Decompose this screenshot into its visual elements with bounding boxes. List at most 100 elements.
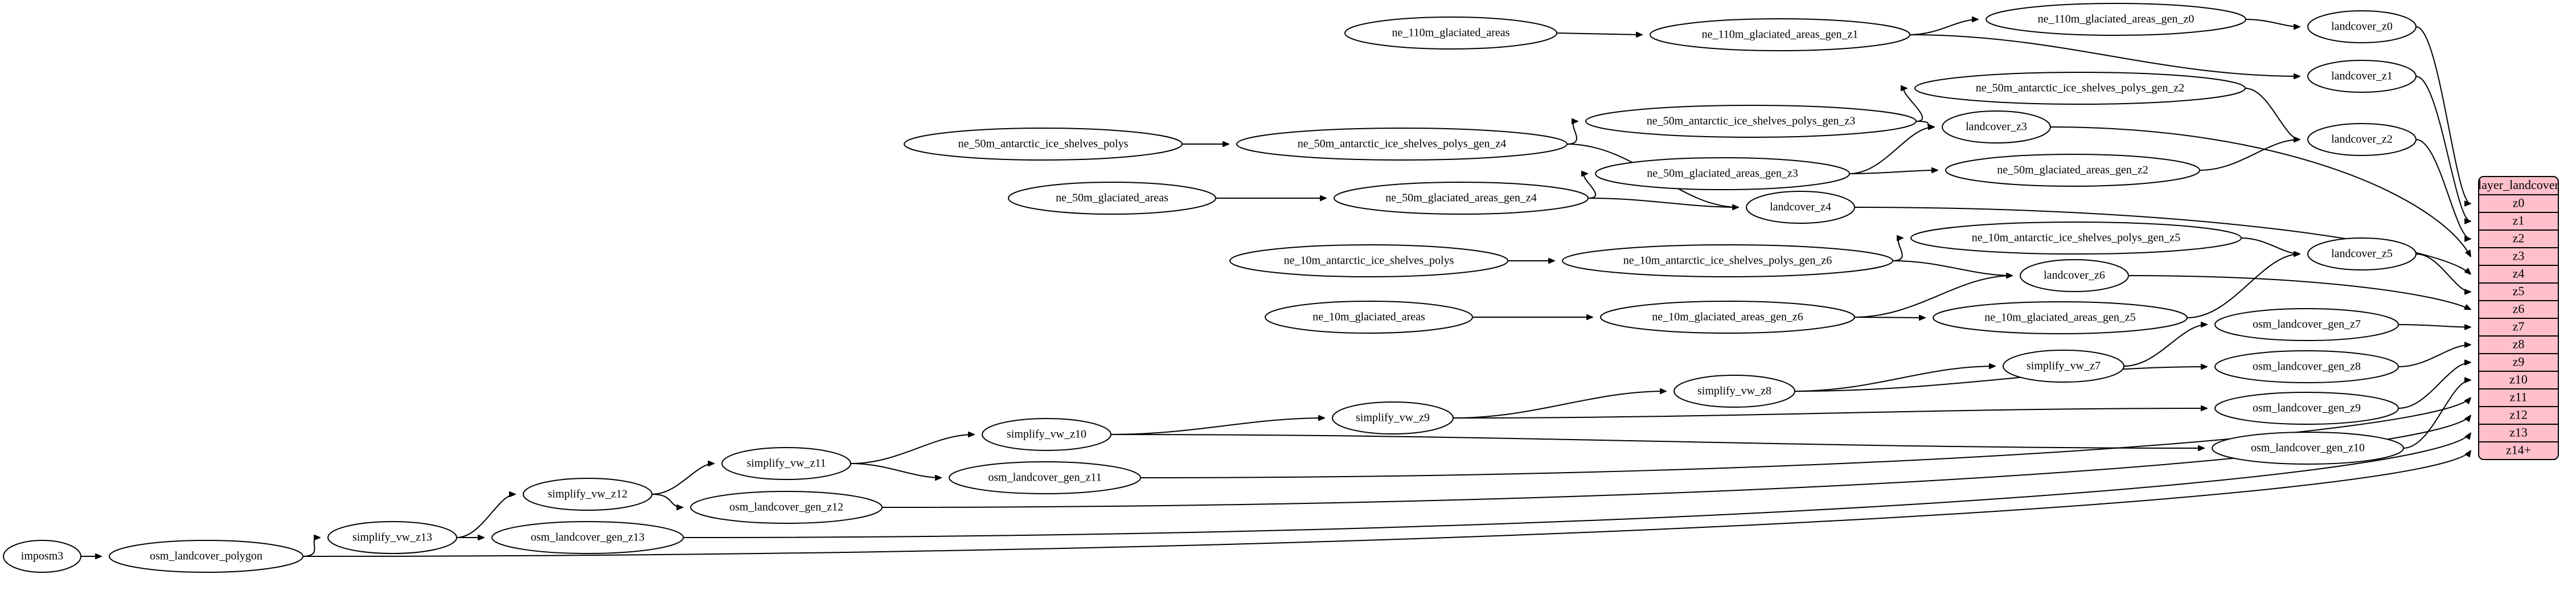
node-ellipse — [491, 521, 684, 554]
graph-node-ne_10m_antarctic_ice_shelves_polys_gen_z6[interactable]: ne_10m_antarctic_ice_shelves_polys_gen_z… — [1562, 244, 1893, 277]
edge-landcover_z0-to-layer_landcover-z0 — [2415, 26, 2471, 204]
graph-node-simplify_vw_z11[interactable]: simplify_vw_z11 — [721, 447, 851, 480]
node-label: ne_50m_glaciated_areas_gen_z3 — [1647, 167, 1798, 180]
graph-node-osm_landcover_gen_z9[interactable]: osm_landcover_gen_z9 — [2214, 392, 2399, 425]
edge-landcover_z3-to-layer_landcover-z3 — [2050, 126, 2471, 257]
graph-node-simplify_vw_z12[interactable]: simplify_vw_z12 — [523, 478, 653, 511]
graph-node-landcover_z2[interactable]: landcover_z2 — [2307, 123, 2417, 156]
graph-node-osm_landcover_gen_z10[interactable]: osm_landcover_gen_z10 — [2212, 432, 2404, 465]
graph-node-ne_50m_glaciated_areas_gen_z2[interactable]: ne_50m_glaciated_areas_gen_z2 — [1945, 154, 2200, 187]
graph-node-osm_landcover_gen_z8[interactable]: osm_landcover_gen_z8 — [2214, 350, 2399, 383]
graph-node-ne_50m_glaciated_areas_gen_z4[interactable]: ne_50m_glaciated_areas_gen_z4 — [1334, 182, 1589, 215]
node-label: ne_50m_antarctic_ice_shelves_polys_gen_z… — [1298, 138, 1507, 150]
graph-node-landcover_z1[interactable]: landcover_z1 — [2307, 60, 2417, 93]
edge-landcover_z5-to-layer_landcover-z5 — [2415, 253, 2471, 292]
record-node-layer-landcover[interactable]: layer_landcoverz0z1z2z3z4z5z6z7z8z9z10z1… — [2478, 176, 2559, 460]
graph-node-ne_10m_glaciated_areas_gen_z5[interactable]: ne_10m_glaciated_areas_gen_z5 — [1933, 301, 2188, 334]
edge-ne_110m_glaciated_areas_gen_z0-to-landcover_z0 — [2245, 19, 2300, 27]
node-label: osm_landcover_gen_z12 — [729, 501, 843, 514]
record-row-z4: z4 — [2513, 266, 2525, 281]
graph-node-ne_110m_glaciated_areas_gen_z1[interactable]: ne_110m_glaciated_areas_gen_z1 — [1650, 18, 1910, 51]
node-label: ne_110m_glaciated_areas_gen_z1 — [1702, 28, 1859, 41]
node-ellipse — [1265, 301, 1473, 334]
record-row-z11: z11 — [2510, 390, 2528, 404]
graph-node-simplify_vw_z10[interactable]: simplify_vw_z10 — [982, 418, 1111, 451]
graph-node-simplify_vw_z7[interactable]: simplify_vw_z7 — [2003, 350, 2124, 383]
graph-node-ne_10m_antarctic_ice_shelves_polys_gen_z5[interactable]: ne_10m_antarctic_ice_shelves_polys_gen_z… — [1910, 222, 2242, 255]
graph-node-osm_landcover_gen_z11[interactable]: osm_landcover_gen_z11 — [949, 461, 1141, 494]
graph-node-landcover_z0[interactable]: landcover_z0 — [2307, 10, 2417, 43]
node-label: ne_10m_glaciated_areas_gen_z6 — [1652, 311, 1803, 323]
node-ellipse — [2020, 259, 2129, 292]
node-ellipse — [2307, 237, 2417, 270]
graph-node-landcover_z3[interactable]: landcover_z3 — [1942, 110, 2051, 143]
record-row-z14plus: z14+ — [2506, 443, 2531, 457]
node-label: osm_landcover_gen_z10 — [2251, 442, 2365, 454]
graph-node-ne_10m_glaciated_areas[interactable]: ne_10m_glaciated_areas — [1265, 301, 1473, 334]
node-label: landcover_z4 — [1770, 201, 1831, 214]
node-ellipse — [1595, 157, 1850, 190]
graph-node-ne_50m_antarctic_ice_shelves_polys_gen_z4[interactable]: ne_50m_antarctic_ice_shelves_polys_gen_z… — [1236, 128, 1568, 161]
node-label: simplify_vw_z10 — [1007, 428, 1086, 441]
graph-node-osm_landcover_polygon[interactable]: osm_landcover_polygon — [109, 540, 303, 573]
edge-osm_landcover_gen_z13-to-layer_landcover-z13 — [683, 433, 2471, 538]
graph-node-ne_10m_glaciated_areas_gen_z6[interactable]: ne_10m_glaciated_areas_gen_z6 — [1600, 301, 1855, 334]
graph-node-ne_50m_glaciated_areas[interactable]: ne_50m_glaciated_areas — [1008, 182, 1216, 215]
edge-osm_landcover_gen_z11-to-layer_landcover-z11 — [1140, 398, 2471, 478]
edge-landcover_z1-to-layer_landcover-z1 — [2415, 76, 2471, 222]
node-label: landcover_z6 — [2044, 269, 2105, 282]
graph-node-imposm3[interactable]: imposm3 — [3, 540, 81, 573]
graph-node-osm_landcover_gen_z7[interactable]: osm_landcover_gen_z7 — [2214, 308, 2399, 341]
node-label: simplify_vw_z8 — [1697, 385, 1771, 397]
edge-landcover_z4-to-layer_landcover-z4 — [1854, 207, 2471, 274]
graph-node-ne_50m_antarctic_ice_shelves_polys[interactable]: ne_50m_antarctic_ice_shelves_polys — [904, 128, 1183, 161]
graph-node-osm_landcover_gen_z13[interactable]: osm_landcover_gen_z13 — [491, 521, 684, 554]
node-label: osm_landcover_gen_z7 — [2253, 318, 2361, 331]
node-ellipse — [3, 540, 81, 573]
edge-osm_landcover_polygon-to-layer_landcover-z14+ — [302, 451, 2471, 557]
graph-node-simplify_vw_z9[interactable]: simplify_vw_z9 — [1332, 401, 1454, 434]
edge-ne_50m_glaciated_areas_gen_z4-to-ne_50m_glaciated_areas_gen_z3 — [1584, 174, 1597, 199]
graph-node-ne_10m_antarctic_ice_shelves_polys[interactable]: ne_10m_antarctic_ice_shelves_polys — [1229, 244, 1508, 277]
graph-node-simplify_vw_z8[interactable]: simplify_vw_z8 — [1673, 375, 1795, 408]
node-label: landcover_z0 — [2331, 20, 2393, 33]
record-row-z10: z10 — [2509, 372, 2528, 387]
graph-node-landcover_z4[interactable]: landcover_z4 — [1746, 191, 1855, 224]
edge-simplify_vw_z10-to-simplify_vw_z9 — [1110, 418, 1324, 435]
edge-ne_10m_glaciated_areas_gen_z6-to-landcover_z6 — [1854, 276, 2012, 318]
edge-ne_50m_glaciated_areas_gen_z3-to-ne_50m_glaciated_areas_gen_z2 — [1849, 170, 1938, 174]
record-row-z6: z6 — [2513, 302, 2525, 316]
node-label: landcover_z1 — [2331, 70, 2393, 83]
node-ellipse — [1746, 191, 1855, 224]
node-ellipse — [1332, 401, 1454, 434]
node-ellipse — [1910, 222, 2242, 255]
edge-osm_landcover_gen_z9-to-layer_landcover-z9 — [2398, 363, 2471, 409]
graph-node-landcover_z6[interactable]: landcover_z6 — [2020, 259, 2129, 292]
graph-node-ne_50m_antarctic_ice_shelves_polys_gen_z3[interactable]: ne_50m_antarctic_ice_shelves_polys_gen_z… — [1585, 105, 1917, 138]
graph-node-landcover_z5[interactable]: landcover_z5 — [2307, 237, 2417, 270]
node-label: landcover_z5 — [2331, 248, 2393, 260]
edge-osm_landcover_gen_z12-to-layer_landcover-z12 — [881, 416, 2471, 508]
node-ellipse — [721, 447, 851, 480]
graph-node-ne_110m_glaciated_areas[interactable]: ne_110m_glaciated_areas — [1344, 17, 1557, 50]
edge-ne_50m_glaciated_areas_gen_z4-to-landcover_z4 — [1588, 198, 1738, 207]
edge-simplify_vw_z12-to-simplify_vw_z11 — [651, 464, 714, 495]
nodes-layer: ne_110m_glaciated_areas ne_110m_glaciated… — [3, 3, 2417, 573]
node-ellipse — [2214, 308, 2399, 341]
node-ellipse — [1334, 182, 1589, 215]
record-row-z13: z13 — [2509, 425, 2528, 440]
graph-node-simplify_vw_z13[interactable]: simplify_vw_z13 — [327, 521, 457, 554]
graph-node-ne_50m_glaciated_areas_gen_z3[interactable]: ne_50m_glaciated_areas_gen_z3 — [1595, 157, 1850, 190]
node-ellipse — [1585, 105, 1917, 138]
edge-ne_10m_glaciated_areas_gen_z6-to-ne_10m_glaciated_areas_gen_z5 — [1854, 317, 1925, 318]
graph-node-ne_50m_antarctic_ice_shelves_polys_gen_z2[interactable]: ne_50m_antarctic_ice_shelves_polys_gen_z… — [1914, 72, 2246, 105]
graph-node-ne_110m_glaciated_areas_gen_z0[interactable]: ne_110m_glaciated_areas_gen_z0 — [1986, 3, 2246, 36]
node-label: ne_50m_glaciated_areas — [1056, 192, 1168, 204]
node-ellipse — [904, 128, 1183, 161]
edge-osm_landcover_gen_z7-to-layer_landcover-z7 — [2398, 324, 2471, 327]
node-ellipse — [1914, 72, 2246, 105]
node-ellipse — [1933, 301, 2188, 334]
graph-node-osm_landcover_gen_z12[interactable]: osm_landcover_gen_z12 — [690, 491, 883, 524]
record-row-z7: z7 — [2513, 319, 2525, 334]
